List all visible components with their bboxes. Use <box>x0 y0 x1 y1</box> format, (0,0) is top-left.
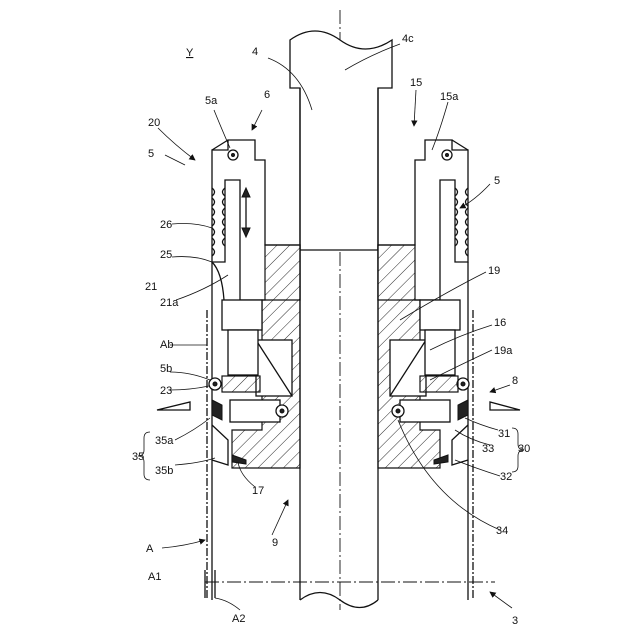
label-3: 3 <box>512 615 518 627</box>
label-5-left: 5 <box>148 148 154 160</box>
label-21a: 21a <box>160 297 179 309</box>
label-6: 6 <box>264 89 270 101</box>
label-a1: A1 <box>148 571 161 583</box>
label-4c: 4c <box>402 33 414 45</box>
label-5-right: 5 <box>494 175 500 187</box>
label-4: 4 <box>252 46 258 58</box>
label-21: 21 <box>145 281 157 293</box>
label-5b: 5b <box>160 363 172 375</box>
label-19a: 19a <box>494 345 513 357</box>
label-32: 32 <box>500 471 512 483</box>
label-23: 23 <box>160 385 172 397</box>
label-33: 33 <box>482 443 494 455</box>
label-35b: 35b <box>155 465 173 477</box>
left-wedge-marker <box>157 402 190 410</box>
label-5a: 5a <box>205 95 218 107</box>
label-35a: 35a <box>155 435 174 447</box>
label-8: 8 <box>512 375 518 387</box>
label-25: 25 <box>160 249 172 261</box>
label-31: 31 <box>498 428 510 440</box>
label-9: 9 <box>272 537 278 549</box>
label-16: 16 <box>494 317 506 329</box>
label-a2: A2 <box>232 613 245 625</box>
label-15a: 15a <box>440 91 459 103</box>
label-a: A <box>146 543 154 555</box>
label-17: 17 <box>252 485 264 497</box>
label-26: 26 <box>160 219 172 231</box>
label-15: 15 <box>410 77 422 89</box>
shaft-4 <box>290 31 392 608</box>
label-20: 20 <box>148 117 160 129</box>
right-wedge-marker <box>490 402 520 410</box>
label-ab: Ab <box>160 339 173 351</box>
label-y: Y <box>186 47 194 59</box>
label-34: 34 <box>496 525 508 537</box>
label-19: 19 <box>488 265 500 277</box>
